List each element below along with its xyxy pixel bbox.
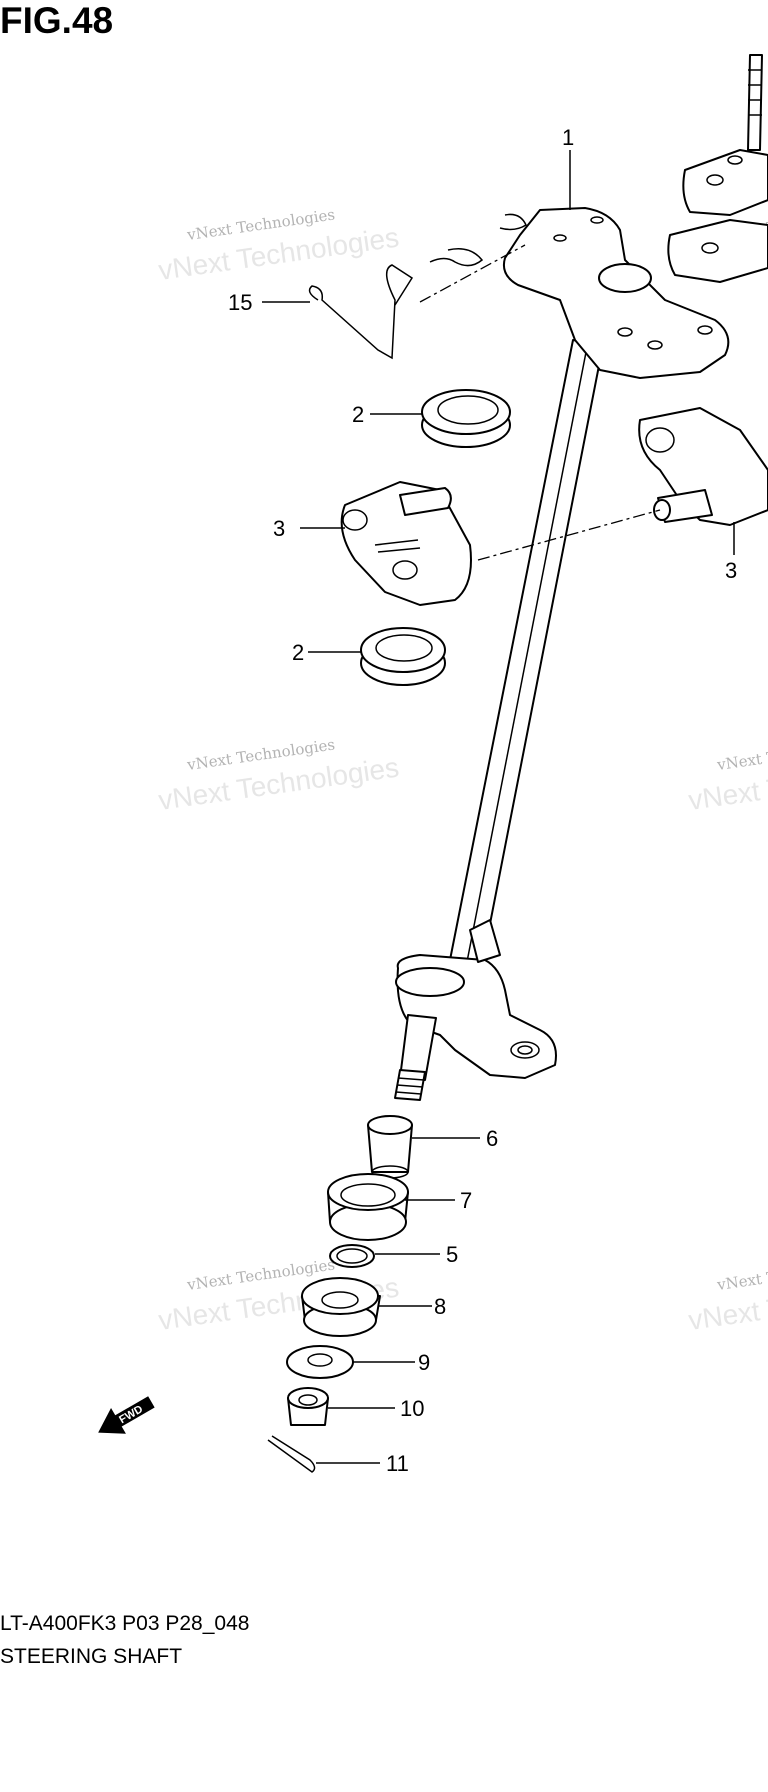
steering-shaft [394, 339, 604, 1101]
svg-text:FWD: FWD [117, 1403, 145, 1426]
sleeve-part [367, 1115, 413, 1179]
shaft-holder-right [477, 407, 768, 561]
leader-lines [262, 150, 735, 1464]
callout-3-right: 3 [725, 558, 737, 583]
model-code: LT-A400FK3 P03 P28_048 [0, 1612, 250, 1635]
callout-7: 7 [460, 1188, 472, 1213]
svg-text:vNext Technologies: vNext Technologies [715, 1255, 768, 1294]
part-name: STEERING SHAFT [0, 1645, 183, 1668]
watermark-1: vNext Technologies vNext Technologies [157, 205, 401, 286]
seal-part [301, 1277, 381, 1337]
watermark-2: vNext Technologies vNext Technologies [157, 735, 401, 816]
callout-10: 10 [400, 1396, 424, 1421]
callout-8: 8 [434, 1294, 446, 1319]
callout-1: 1 [562, 125, 574, 150]
shaft-holder-left [340, 481, 472, 606]
svg-text:vNext Technologies: vNext Technologies [715, 735, 768, 774]
o-ring-part [329, 1244, 375, 1268]
bushing-upper [421, 389, 511, 448]
callout-2-upper: 2 [352, 402, 364, 427]
watermark-5: vNext Technologies vNext Technologies [687, 735, 768, 816]
nut-part [287, 1387, 329, 1426]
callout-3-left: 3 [273, 516, 285, 541]
figure-title: FIG.48 [0, 0, 114, 41]
callout-numbers: 1 15 2 3 3 2 6 7 5 8 9 10 11 [228, 125, 737, 1476]
handlebar-clamp-upper [667, 54, 768, 283]
bearing-part [327, 1173, 409, 1241]
cotter-pin-part [267, 1435, 316, 1473]
callout-2-lower: 2 [292, 640, 304, 665]
fwd-arrow-icon: FWD [98, 1396, 155, 1434]
bushing-lower [360, 627, 446, 686]
top-plate [502, 207, 730, 379]
callout-9: 9 [418, 1350, 430, 1375]
watermark-6: vNext Technologies vNext Technologies [687, 1255, 768, 1336]
washer-part [286, 1345, 354, 1379]
callout-5: 5 [446, 1242, 458, 1267]
callout-15: 15 [228, 290, 252, 315]
callout-11: 11 [386, 1451, 409, 1476]
callout-6: 6 [486, 1126, 498, 1151]
clip-part [308, 213, 527, 360]
